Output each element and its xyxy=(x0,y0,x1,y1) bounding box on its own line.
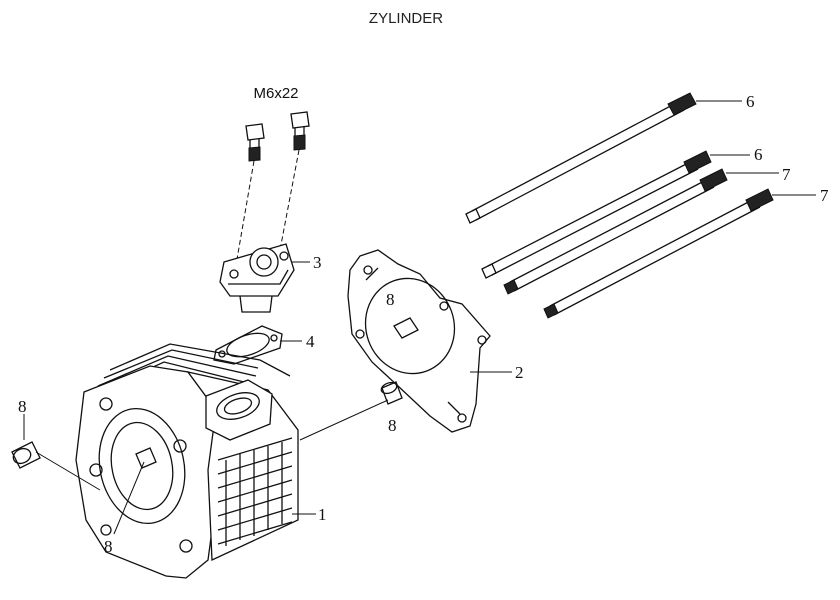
callout-7-upper: 7 xyxy=(782,165,791,184)
stud-7-upper xyxy=(503,168,728,295)
bolt-spec-label: M6x22 xyxy=(253,85,298,102)
callout-1: 1 xyxy=(318,505,327,524)
callout-6-lower: 6 xyxy=(754,145,763,164)
base-gasket-part-2 xyxy=(347,249,491,433)
diagram-title: ZYLINDER xyxy=(369,10,443,27)
dowel-left xyxy=(11,441,41,469)
leader-dowel-front xyxy=(113,461,145,535)
callout-3: 3 xyxy=(313,253,322,272)
leader-dowel-middle xyxy=(299,399,389,441)
callout-8-left: 8 xyxy=(18,397,27,416)
callout-4: 4 xyxy=(306,332,315,351)
cylinder-block-part-1 xyxy=(75,343,299,579)
callout-8-gasket: 8 xyxy=(386,290,395,309)
stud-6-lower xyxy=(481,150,712,279)
callout-8-middle: 8 xyxy=(388,416,397,435)
leader-dowel-left-axis xyxy=(35,451,101,491)
callout-6-upper: 6 xyxy=(746,92,755,111)
callout-7-lower: 7 xyxy=(820,186,829,205)
stud-7-lower xyxy=(543,188,774,319)
stud-6-upper xyxy=(465,92,697,224)
dowel-middle xyxy=(380,381,403,405)
callout-8-front: 8 xyxy=(104,537,113,556)
callout-2: 2 xyxy=(515,363,524,382)
bolt-right xyxy=(279,111,310,251)
intake-flange-part-3 xyxy=(219,243,295,313)
